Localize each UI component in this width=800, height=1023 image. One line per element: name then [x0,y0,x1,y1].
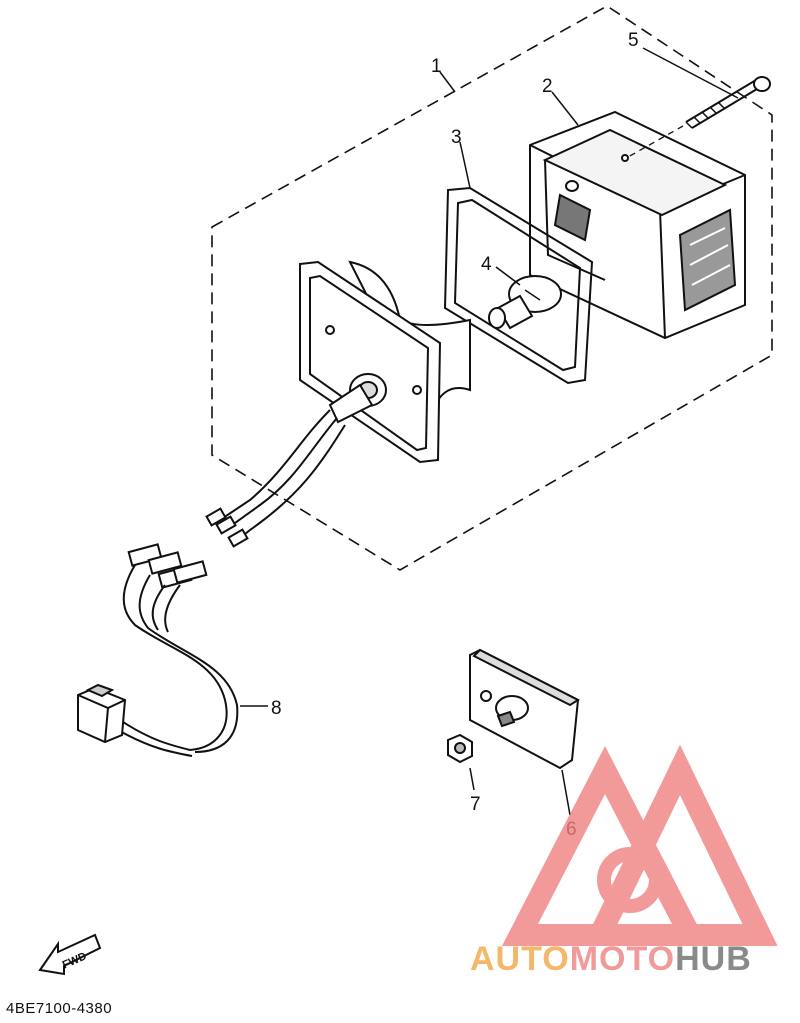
callout-2: 2 [542,76,553,97]
callout-5: 5 [628,30,639,51]
fwd-arrow-icon: FWD [38,933,102,976]
callout-4: 4 [481,254,492,275]
part-6-bracket [469,648,581,770]
part-1-wires [205,409,346,548]
watermark-moto: MOTO [569,940,676,978]
callout-8: 8 [271,698,282,719]
part-2-lens-housing [529,110,746,340]
part-4-bulb [488,275,562,330]
watermark-text: AUTOMOTOHUB [470,940,752,979]
callout-1: 1 [431,56,442,77]
callout-3: 3 [451,127,462,148]
leader-lines [240,47,739,816]
part-8-wire-harness [77,543,239,757]
part-code-label: 4BE7100-4380 [6,1000,113,1017]
part-7-nut [447,733,473,764]
part-1-taillight-base [299,260,471,464]
automotohub-logo-icon [501,744,778,946]
callout-7: 7 [470,794,481,815]
assembly-boundary [211,5,773,571]
part-5-screw [627,76,771,158]
watermark-hub: HUB [675,940,752,978]
watermark-auto: AUTO [470,940,570,978]
